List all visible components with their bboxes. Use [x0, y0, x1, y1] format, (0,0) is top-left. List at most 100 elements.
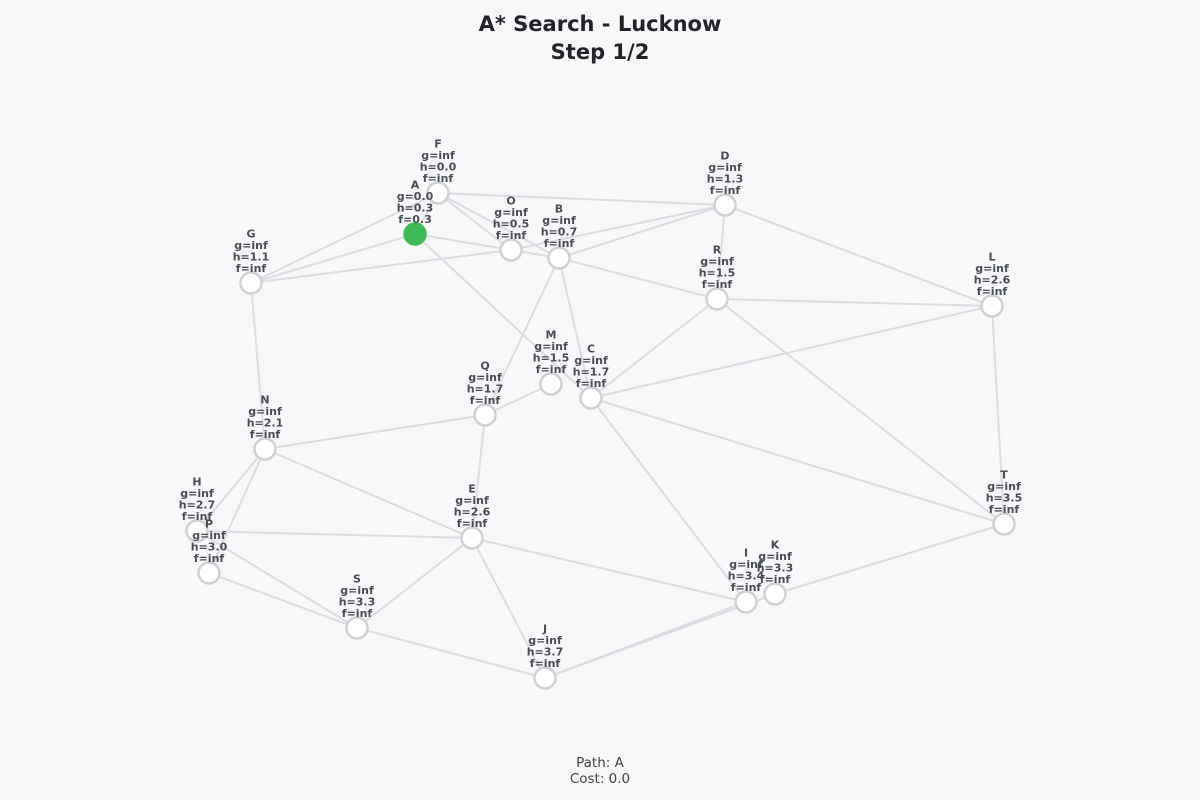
edge-a-g [250, 233, 416, 284]
cost-readout: Cost: 0.0 [569, 771, 631, 787]
node-h-name-label: H [192, 476, 201, 489]
node-k-h-value-label: h=3.3 [757, 562, 794, 575]
edge-c-i [590, 397, 747, 603]
node-e-h-value-label: h=2.6 [454, 506, 491, 519]
node-p-h-value-label: h=3.0 [191, 541, 228, 554]
edge-l-t [991, 305, 1005, 525]
edge-b-q [484, 257, 560, 416]
node-j-h-value-label: h=3.7 [527, 646, 564, 659]
node-d-f-value-label: f=inf [710, 184, 741, 197]
node-k-name-label: K [771, 539, 780, 552]
node-q-h-value-label: h=1.7 [467, 383, 504, 396]
node-r [705, 287, 729, 311]
edge-d-l [724, 204, 993, 307]
node-i-h-value-label: h=3.4 [728, 570, 765, 583]
node-l-name-label: L [988, 251, 995, 264]
node-r-h-value-label: h=1.5 [699, 267, 736, 280]
node-q-g-value-label: g=inf [468, 371, 502, 384]
edge-layer [196, 192, 1005, 679]
edge-n-e [264, 448, 473, 539]
edge-l-c [590, 305, 993, 399]
edge-n-p [208, 448, 266, 574]
node-e-g-value-label: g=inf [455, 494, 489, 507]
node-d-h-value-label: h=1.3 [707, 173, 744, 186]
label-layer: Ag=0.0h=0.3f=0.3Bg=infh=0.7f=infCg=infh=… [179, 138, 1023, 671]
node-a-h-value-label: h=0.3 [397, 202, 434, 215]
node-d-name-label: D [720, 150, 729, 163]
node-g-f-value-label: f=inf [236, 262, 267, 275]
node-o-f-value-label: f=inf [496, 229, 527, 242]
node-e-f-value-label: f=inf [457, 517, 488, 530]
node-t-h-value-label: h=3.5 [986, 492, 1023, 505]
edge-q-m [484, 383, 552, 416]
edge-c-t [590, 397, 1005, 525]
node-e [460, 526, 484, 550]
edge-e-s [356, 537, 473, 629]
node-l-g-value-label: g=inf [975, 262, 1009, 275]
edge-n-h [196, 448, 266, 532]
node-l [980, 294, 1004, 318]
node-p-f-value-label: f=inf [194, 552, 225, 565]
edge-a-c [414, 233, 592, 399]
node-a-name-label: A [411, 179, 420, 192]
node-j-g-value-label: g=inf [528, 634, 562, 647]
node-c-g-value-label: g=inf [574, 354, 608, 367]
node-f [426, 181, 450, 205]
node-t-f-value-label: f=inf [989, 503, 1020, 516]
node-s-h-value-label: h=3.3 [339, 596, 376, 609]
node-t [992, 512, 1016, 536]
node-q-name-label: Q [480, 360, 489, 373]
node-r-f-value-label: f=inf [702, 278, 733, 291]
edge-r-t [716, 298, 1005, 525]
node-o-h-value-label: h=0.5 [493, 218, 530, 231]
node-m [539, 372, 563, 396]
edge-s-j [356, 627, 546, 679]
edge-r-c [590, 298, 718, 399]
node-m-name-label: M [546, 329, 557, 342]
node-j [533, 666, 557, 690]
edge-q-e [471, 414, 486, 539]
node-h-g-value-label: g=inf [180, 487, 214, 500]
node-c-h-value-label: h=1.7 [573, 366, 610, 379]
edge-f-d [437, 192, 726, 206]
node-i-name-label: I [744, 547, 748, 560]
node-l-h-value-label: h=2.6 [974, 274, 1011, 287]
node-g-h-value-label: h=1.1 [233, 251, 270, 264]
node-a-g-value-label: g=0.0 [397, 190, 434, 203]
node-f-name-label: F [434, 138, 442, 151]
node-o-name-label: O [506, 195, 515, 208]
node-m-g-value-label: g=inf [534, 340, 568, 353]
step-indicator: Step 1/2 [550, 40, 650, 64]
edge-o-g [250, 249, 512, 284]
node-b-h-value-label: h=0.7 [541, 226, 578, 239]
edge-a-o [414, 233, 512, 251]
edge-k-t [774, 523, 1005, 595]
edge-f-g [250, 192, 439, 284]
node-p-g-value-label: g=inf [192, 529, 226, 542]
node-n-g-value-label: g=inf [248, 405, 282, 418]
node-r-g-value-label: g=inf [700, 255, 734, 268]
node-t-name-label: T [1000, 469, 1008, 482]
edge-f-b [437, 192, 560, 259]
node-t-g-value-label: g=inf [987, 480, 1021, 493]
node-n-f-value-label: f=inf [250, 428, 281, 441]
edge-e-i [471, 537, 747, 603]
path-readout: Path: A [576, 755, 624, 771]
node-c [579, 386, 603, 410]
node-c-f-value-label: f=inf [576, 377, 607, 390]
node-b-g-value-label: g=inf [542, 214, 576, 227]
node-q [473, 403, 497, 427]
node-c-name-label: C [587, 343, 595, 356]
node-p [197, 561, 221, 585]
node-f-h-value-label: h=0.0 [420, 161, 457, 174]
node-o-g-value-label: g=inf [494, 206, 528, 219]
node-e-name-label: E [468, 483, 476, 496]
node-d-g-value-label: g=inf [708, 161, 742, 174]
node-g [239, 271, 263, 295]
node-g-name-label: G [246, 228, 255, 241]
edge-h-s [196, 530, 358, 629]
edge-p-s [208, 572, 358, 629]
node-k-g-value-label: g=inf [758, 550, 792, 563]
